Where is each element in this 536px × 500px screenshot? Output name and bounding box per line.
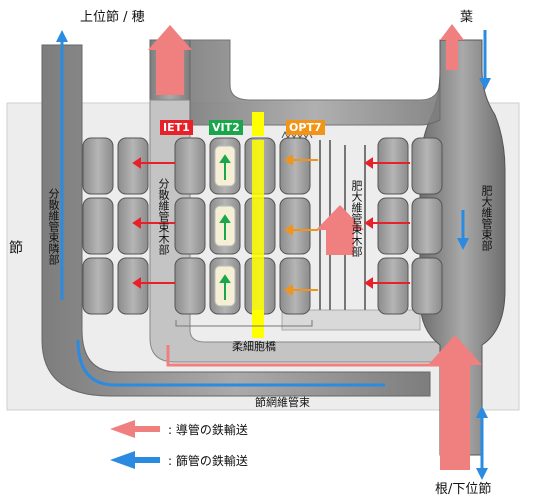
xylem-arrow-up-bottom (428, 335, 482, 470)
legend-phloem-label: : 篩管の鉄輸送 (168, 454, 248, 468)
parenchyma-bridge-bar-middle (252, 140, 264, 310)
parenchyma-bridge-bar-lower (252, 310, 264, 338)
label-enlarged-parenchyma: 肥大維管束木部 (350, 180, 363, 257)
label-diffuse-bundle-area: 分散維管束隣部 (47, 188, 60, 265)
legend-arrows (110, 420, 160, 469)
phloem-flow-arrows (60, 30, 487, 470)
phloem-line-bottom (76, 339, 385, 387)
label-node: 節 (7, 240, 23, 254)
label-upper-node: 上位節 / 穂 (80, 10, 145, 25)
xylem-arrow-up-center (148, 25, 192, 95)
opt7-arrows (284, 154, 318, 296)
badge-vit2: VIT2 (209, 120, 243, 135)
xylem-flow-line (166, 345, 440, 367)
enlarged-cell-columns (377, 137, 443, 315)
parenchyma-bridge-bar (252, 112, 264, 136)
upper-right-connector (189, 39, 441, 126)
legend-phloem-arrow (110, 451, 160, 469)
phloem-arrowheads (56, 30, 491, 480)
badge-iet1: IET1 (160, 120, 193, 135)
vit2-arrows (219, 154, 231, 300)
iet1-arrows (132, 157, 410, 289)
xylem-flow-arrows (148, 24, 482, 470)
label-diffuse-parenchyma: 分散維管束木部 (157, 178, 170, 255)
label-root-lower-node: 根/下位節 (435, 482, 492, 497)
label-enlarged-bundle-area: 肥大維管束部 (480, 185, 493, 251)
xylem-arrow-up-enlarged (316, 205, 364, 255)
lower-strip (281, 309, 421, 331)
diffuse-cell-columns (82, 137, 149, 315)
label-leaf: 葉 (460, 10, 474, 25)
label-parenchyma-bridge: 柔細胞橋 (232, 340, 276, 353)
legend-xylem-arrow (110, 420, 160, 438)
xylem-arrow-up-right (440, 24, 464, 70)
badge-opt7: OPT7 (286, 120, 325, 135)
opt7-cell-column (279, 130, 313, 315)
legend-xylem-label: : 導管の鉄輸送 (168, 423, 248, 437)
bridge-bracket (175, 320, 313, 327)
label-nodal-network: 節網維管束 (255, 396, 310, 409)
